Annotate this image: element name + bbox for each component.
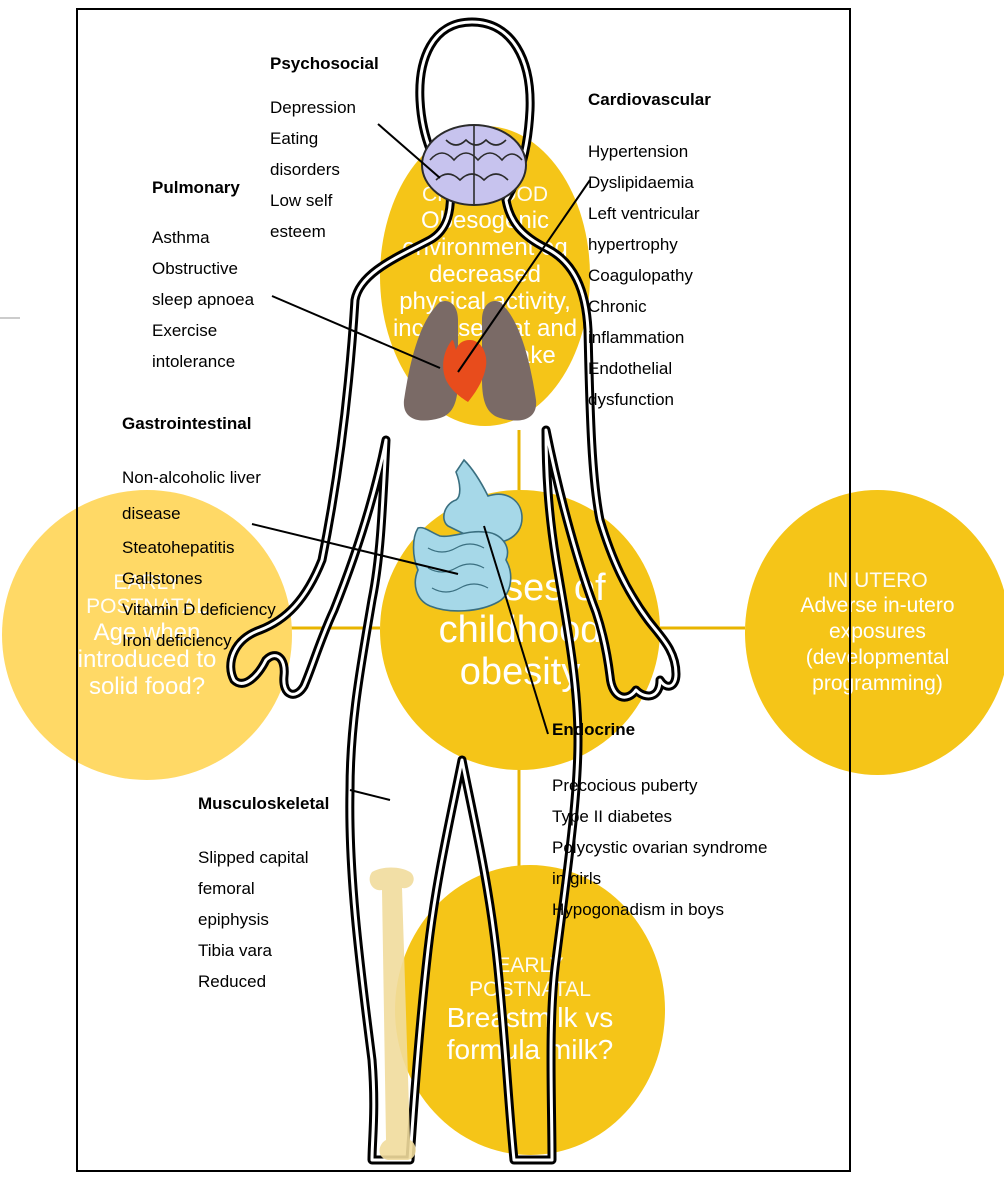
list-item: Exercise intolerance	[152, 315, 254, 377]
list-item: Asthma	[152, 222, 254, 253]
category-psychosocial: Psychosocial Depression Eating disorders…	[270, 54, 379, 247]
category-pulmonary: Pulmonary Asthma Obstructive sleep apnoe…	[152, 178, 254, 377]
list-item: Vitamin D deficiency	[122, 594, 276, 625]
list-item: Eating disorders	[270, 123, 379, 185]
list-item: Precocious puberty	[552, 770, 767, 801]
list-item: Tibia vara	[198, 935, 329, 966]
list-item: Polycystic ovarian syndrome in girls	[552, 832, 767, 894]
list-item: Chronic inflammation	[588, 291, 711, 353]
leader-endocrine	[484, 526, 548, 734]
list-item: Endothelial dysfunction	[588, 353, 711, 415]
category-title-cardiovascular: Cardiovascular	[588, 90, 711, 110]
category-title-psychosocial: Psychosocial	[270, 54, 379, 74]
list-item: Type II diabetes	[552, 801, 767, 832]
list-item: Obstructive sleep apnoea	[152, 253, 254, 315]
list-item: Hypogonadism in boys	[552, 894, 767, 925]
leader-musculoskeletal	[350, 790, 390, 800]
list-item: Hypertension	[588, 136, 711, 167]
list-item: Coagulopathy	[588, 260, 711, 291]
list-item: Left ventricular hypertrophy	[588, 198, 711, 260]
list-item: Gallstones	[122, 563, 276, 594]
list-item: Dyslipidaemia	[588, 167, 711, 198]
list-item: Slipped capital femoral epiphysis	[198, 842, 329, 935]
category-endocrine: Endocrine Precocious puberty Type II dia…	[552, 720, 767, 925]
digestive-system-icon	[414, 460, 523, 611]
list-item: Iron deficiency	[122, 625, 276, 656]
category-title-pulmonary: Pulmonary	[152, 178, 254, 198]
category-gastrointestinal: Gastrointestinal Non-alcoholic liver dis…	[122, 414, 276, 656]
category-title-musculoskeletal: Musculoskeletal	[198, 794, 329, 814]
list-item: Depression	[270, 92, 379, 123]
list-item: Non-alcoholic liver disease	[122, 460, 276, 532]
list-item: Steatohepatitis	[122, 532, 276, 563]
list-item: Reduced mobility	[198, 966, 329, 1006]
brain-icon	[422, 125, 526, 205]
list-item: Low self esteem	[270, 185, 379, 247]
category-cardiovascular: Cardiovascular Hypertension Dyslipidaemi…	[588, 90, 711, 415]
category-musculoskeletal: Musculoskeletal Slipped capital femoral …	[198, 794, 329, 1006]
category-title-gastrointestinal: Gastrointestinal	[122, 414, 276, 434]
category-title-endocrine: Endocrine	[552, 720, 767, 740]
